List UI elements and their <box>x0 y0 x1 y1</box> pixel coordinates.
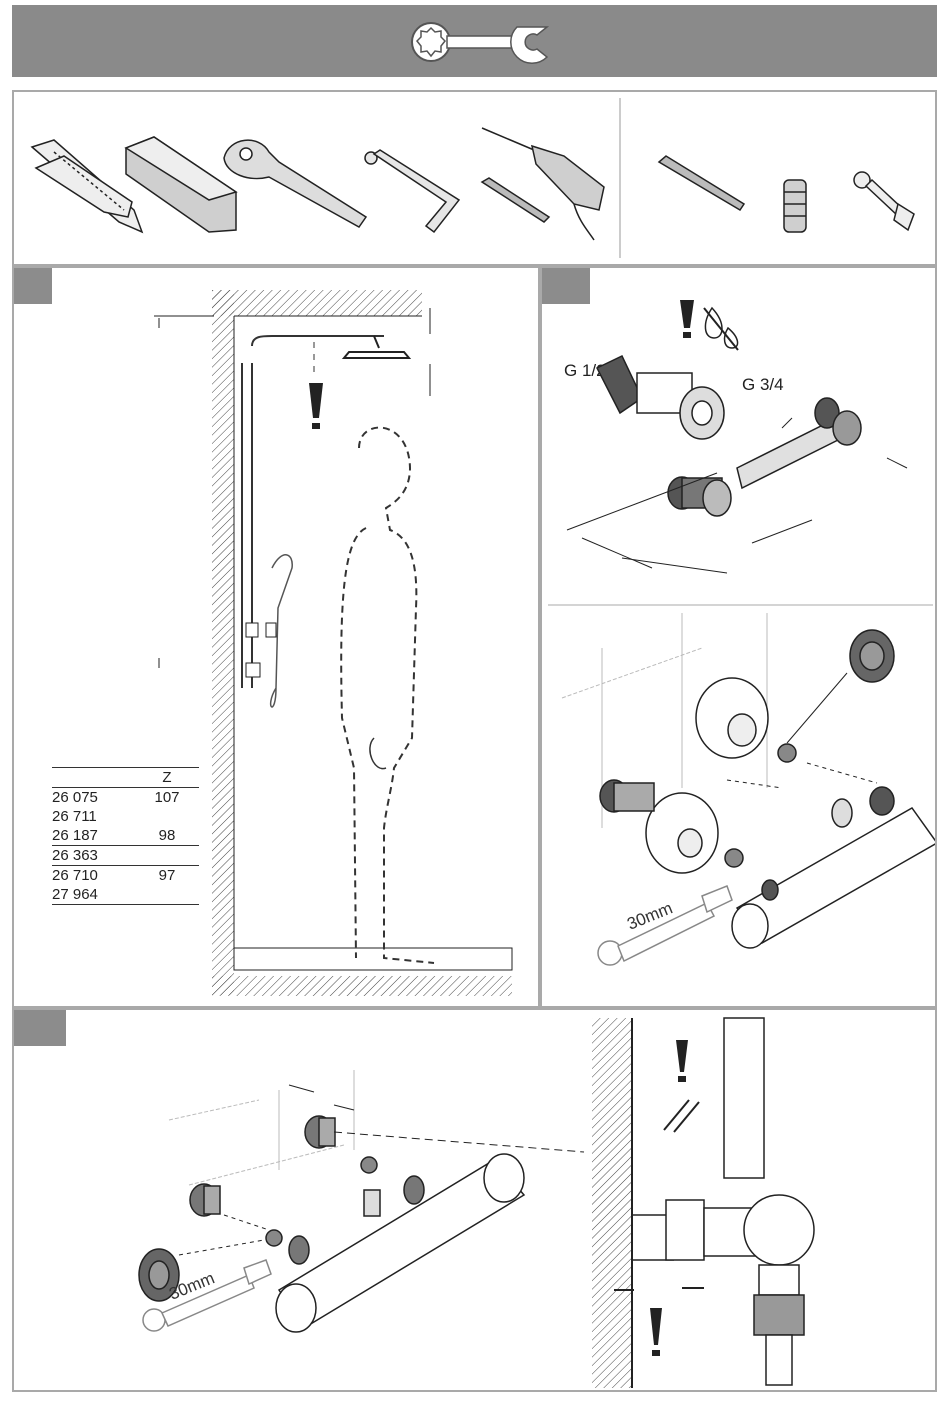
wrench-icon <box>407 19 557 65</box>
seal <box>266 1157 377 1246</box>
thread-label-three-quarter: G 3/4 <box>742 375 784 394</box>
spirit-level-icon <box>126 137 236 232</box>
rosette <box>696 678 768 758</box>
connections-panel: G 1/2 G 3/4 <box>540 266 937 1008</box>
hex-key-icon <box>365 150 459 232</box>
thermostat-body <box>732 787 935 948</box>
drill-bit-icon <box>482 178 549 222</box>
eccentric-fitting-lower <box>668 477 731 516</box>
mounting-panel: 30mm <box>12 1008 937 1392</box>
header-bar <box>12 5 937 77</box>
wrench-icon <box>598 886 732 965</box>
adjustable-wrench-icon <box>224 140 366 227</box>
thermostat-body <box>276 1154 524 1332</box>
strainer <box>850 630 894 682</box>
rosette <box>646 793 718 873</box>
table-row: 26 711 <box>52 807 199 826</box>
tools-panel <box>12 90 937 266</box>
spanner-icon <box>854 172 914 230</box>
z-header: Z <box>137 768 197 787</box>
table-row: 26 363 <box>52 846 199 866</box>
table-row: 27 964 <box>52 885 199 905</box>
wall-plug-icon <box>784 180 806 232</box>
eccentric-fitting <box>597 356 724 439</box>
drill-icon <box>482 128 604 240</box>
drill-bit-icon <box>659 156 744 210</box>
